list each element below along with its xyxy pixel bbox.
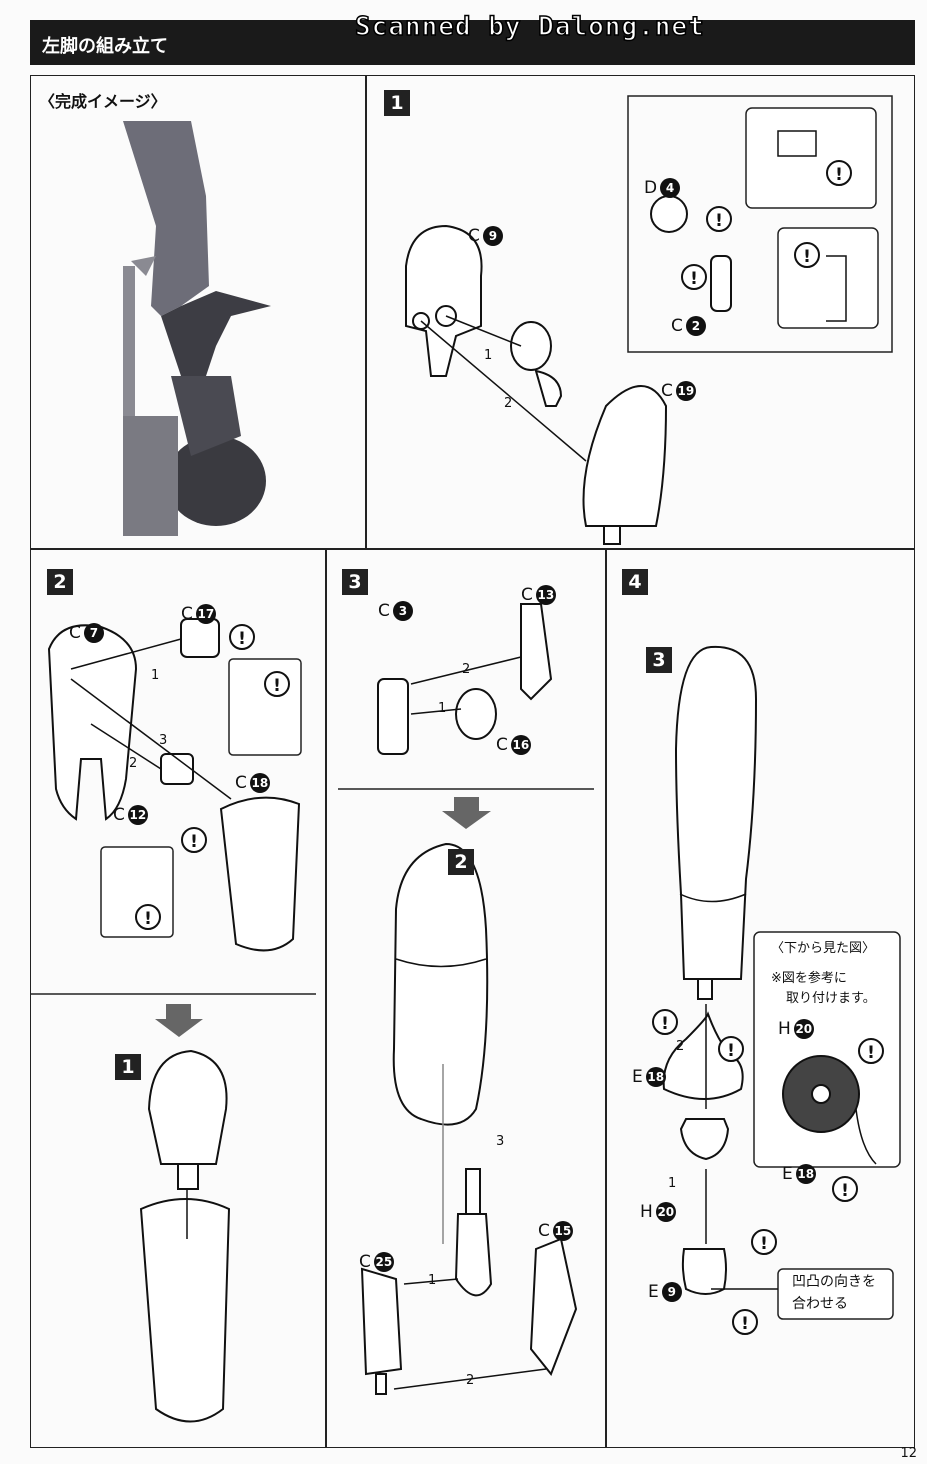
previous-step-ref: 1 <box>115 1054 141 1080</box>
page-number: 12 <box>900 1446 917 1461</box>
order-arrow-label: 2 <box>129 756 138 771</box>
bottom-view-title: 〈下から見た図〉 <box>771 941 876 956</box>
warning-icon: ! <box>181 827 207 853</box>
order-arrow-label: 1 <box>428 1273 437 1288</box>
order-arrow-label: 3 <box>496 1134 505 1149</box>
section-title: 左脚の組み立て <box>42 36 168 57</box>
order-arrow-label: 1 <box>668 1176 677 1191</box>
step-1-diagram <box>405 95 893 545</box>
step-number: 3 <box>342 569 368 595</box>
previous-step-ref: 2 <box>448 849 474 875</box>
previous-step-ref: 3 <box>646 647 672 673</box>
order-arrow-label: 1 <box>438 701 447 716</box>
warning-icon: ! <box>832 1176 858 1202</box>
bottom-view-note: 取り付けます。 <box>786 991 876 1006</box>
order-arrow-label: 2 <box>504 396 513 411</box>
warning-icon: ! <box>732 1309 758 1335</box>
warning-icon: ! <box>858 1038 884 1064</box>
order-arrow-label: 3 <box>159 733 168 748</box>
order-arrow-label: 2 <box>466 1373 475 1388</box>
warning-icon: ! <box>706 206 732 232</box>
warning-icon: ! <box>652 1009 678 1035</box>
order-arrow-label: 1 <box>151 668 160 683</box>
order-arrow-label: 2 <box>462 662 471 677</box>
warning-icon: ! <box>229 624 255 650</box>
scan-watermark: Scanned by Dalong.net <box>354 11 705 43</box>
step-3-diagram <box>338 603 594 1395</box>
warning-icon: ! <box>264 671 290 697</box>
warning-icon: ! <box>751 1229 777 1255</box>
preview-label: 〈完成イメージ〉 <box>39 92 167 111</box>
step-4-diagram <box>662 645 901 1320</box>
warning-icon: ! <box>826 160 852 186</box>
order-arrow-label: 2 <box>676 1039 685 1054</box>
finished-leg-image <box>123 121 271 536</box>
bottom-view-note: ※図を参考に <box>771 971 847 986</box>
preview-panel: 〈完成イメージ〉 <box>30 75 367 550</box>
warning-icon: ! <box>135 904 161 930</box>
step-number: 2 <box>47 569 73 595</box>
section-header: 左脚の組み立て <box>30 20 915 65</box>
alignment-note: 合わせる <box>792 1296 848 1312</box>
step-number: 1 <box>384 90 410 116</box>
step-number: 4 <box>622 569 648 595</box>
alignment-note: 凹凸の向きを <box>792 1274 876 1290</box>
order-arrow-label: 1 <box>484 348 493 363</box>
warning-icon: ! <box>718 1036 744 1062</box>
warning-icon: ! <box>681 264 707 290</box>
warning-icon: ! <box>794 242 820 268</box>
